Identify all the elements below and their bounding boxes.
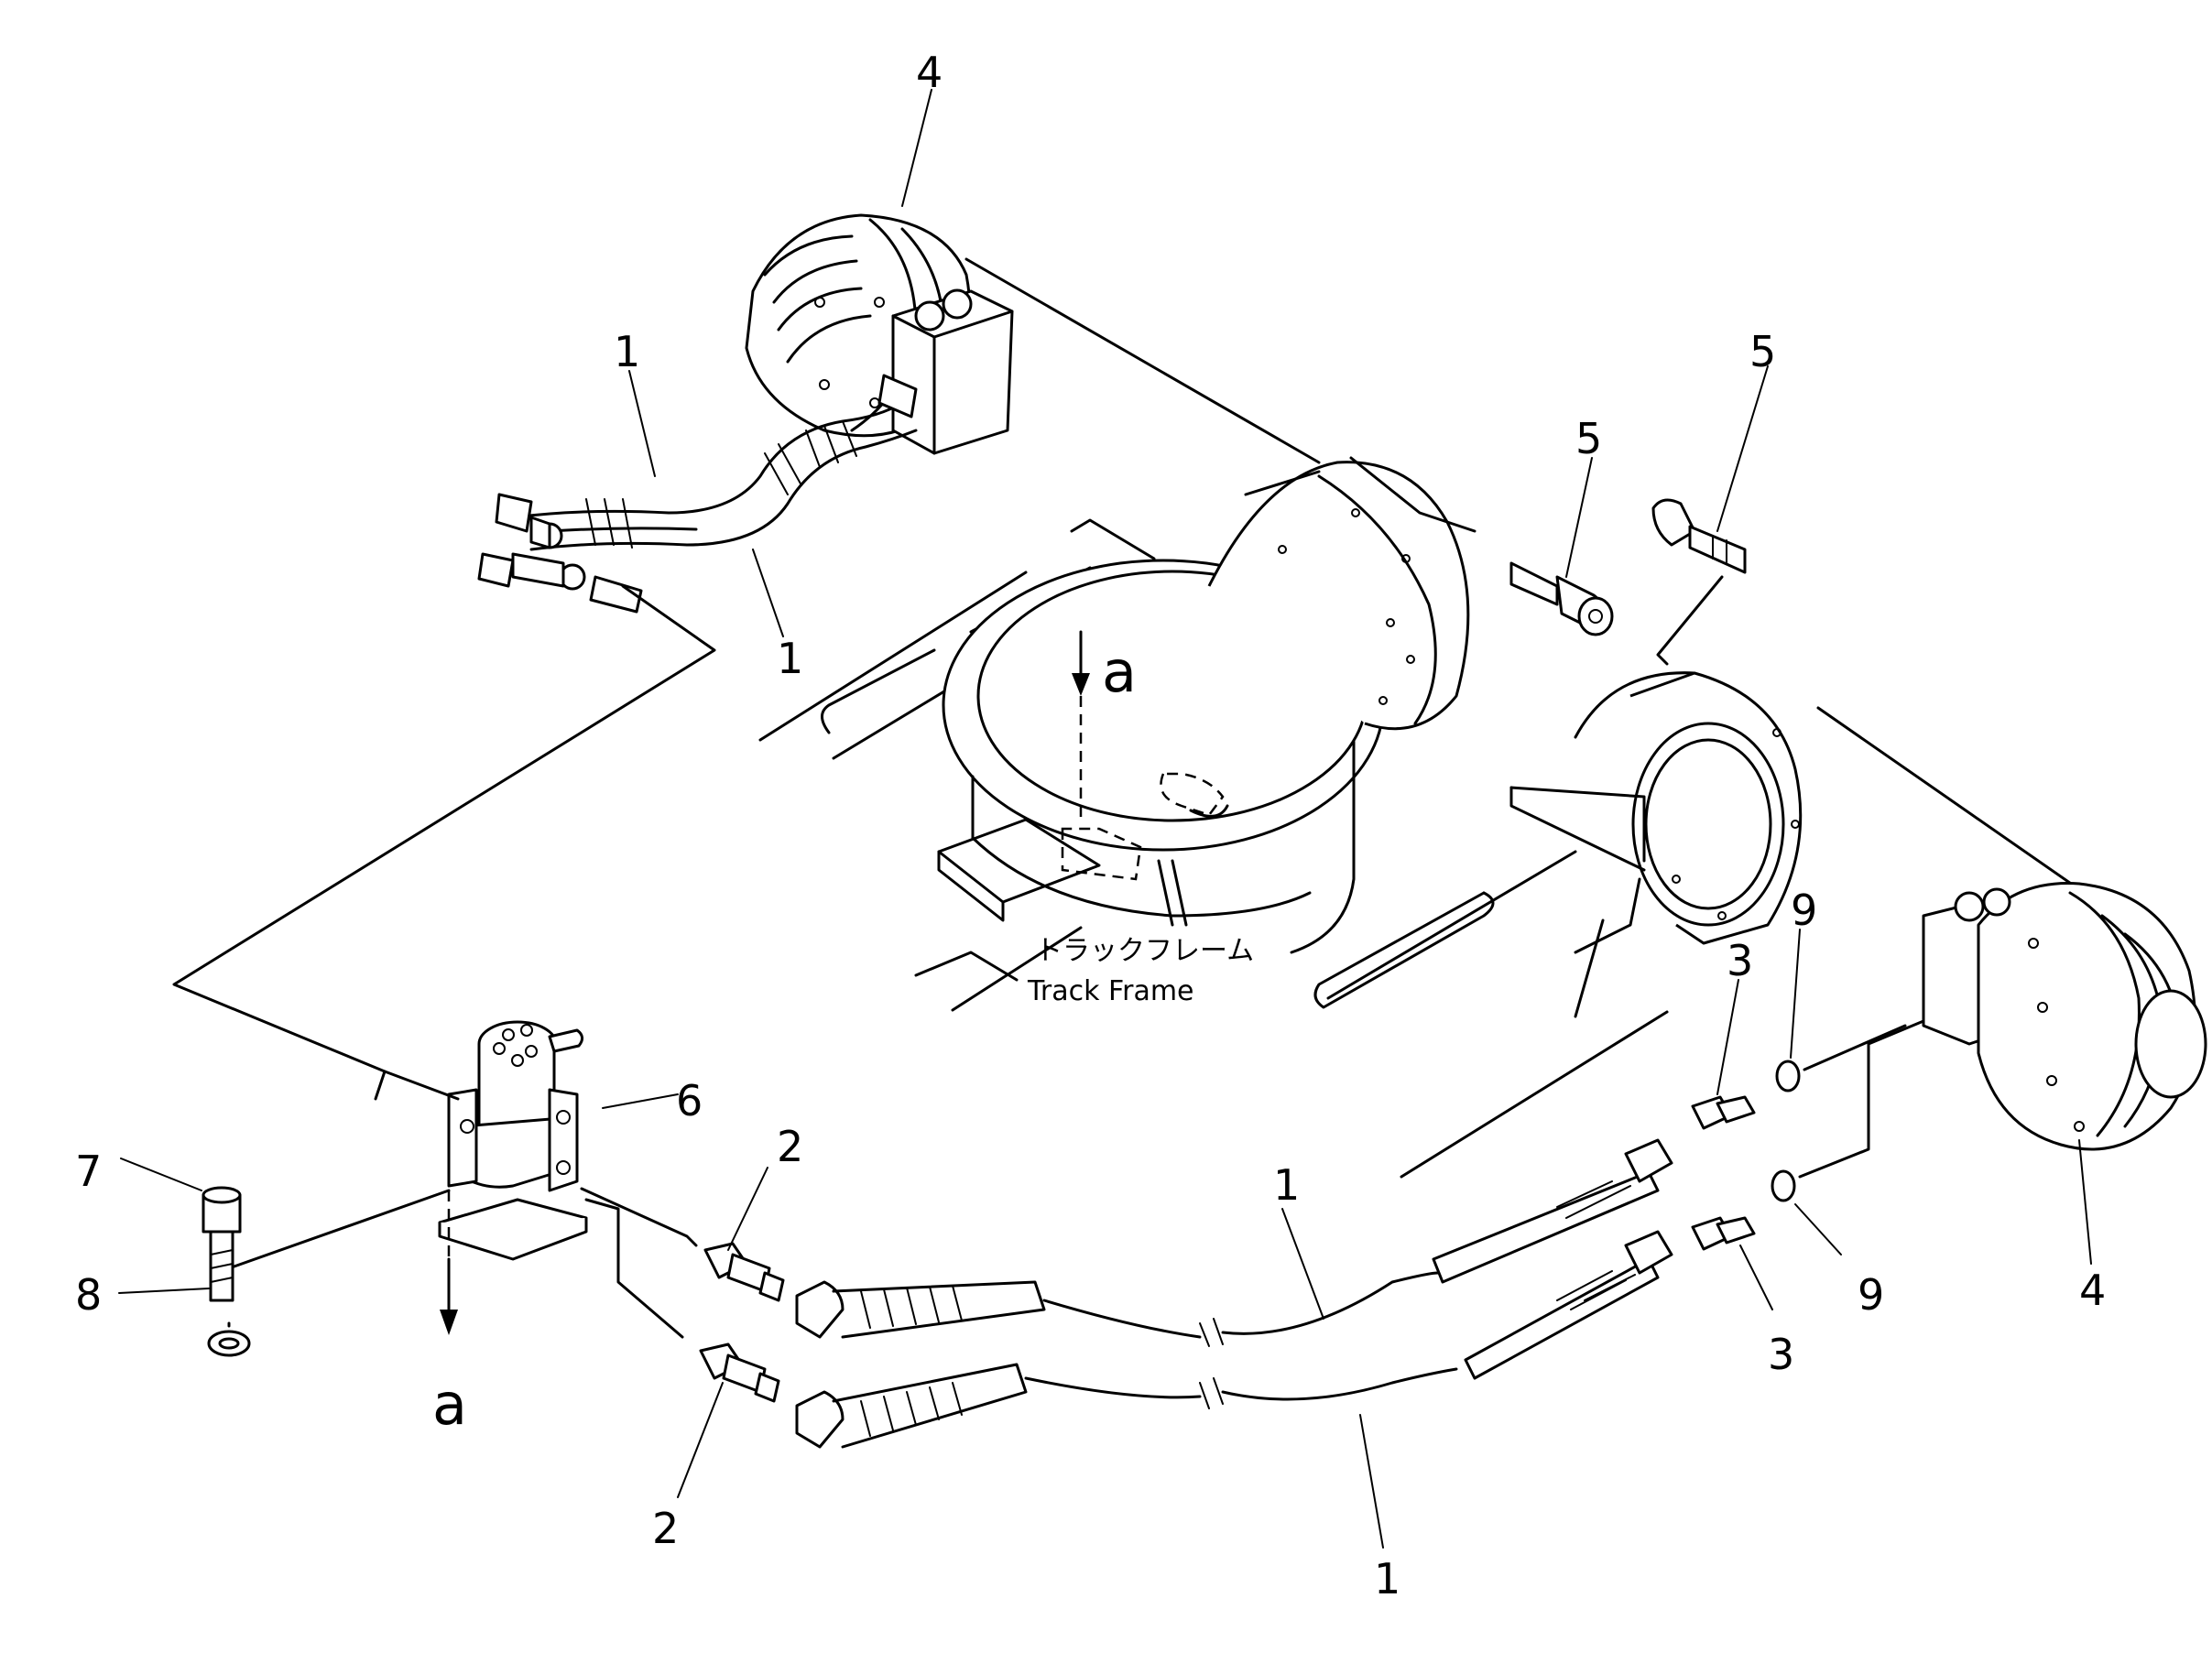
callout-6: 6 bbox=[676, 1076, 703, 1125]
o-ring-9-upper bbox=[1775, 1060, 1801, 1092]
motor-leader-upper bbox=[964, 257, 1321, 464]
callout-5-right: 5 bbox=[1749, 327, 1776, 376]
frame-label-en: Track Frame bbox=[1027, 975, 1194, 1007]
callout-4-lower: 4 bbox=[2079, 1266, 2106, 1315]
hose-assembly-upper bbox=[477, 374, 918, 614]
callout-9-lower: 9 bbox=[1858, 1270, 1884, 1320]
view-arrow-top bbox=[1072, 630, 1090, 820]
motor-mount-ring bbox=[1631, 722, 1785, 927]
center-swivel-joint bbox=[383, 1020, 588, 1261]
bolt-7 bbox=[202, 1186, 242, 1302]
line-oring-motor-lower bbox=[1798, 1019, 1925, 1179]
view-mark-a-top: a bbox=[1102, 638, 1137, 705]
callout-1-upper-b: 1 bbox=[777, 634, 803, 683]
callout-leaders bbox=[118, 89, 2092, 1549]
washer-8 bbox=[207, 1330, 251, 1357]
track-frame bbox=[758, 456, 1803, 1179]
callout-2-upper: 2 bbox=[777, 1122, 803, 1171]
callout-1-upper-a: 1 bbox=[614, 327, 640, 376]
o-ring-9-lower bbox=[1771, 1169, 1796, 1202]
callout-3-lower: 3 bbox=[1768, 1330, 1794, 1379]
travel-motor-lower bbox=[1922, 882, 2207, 1151]
view-arrow-bottom bbox=[440, 1190, 458, 1335]
callout-9-upper: 9 bbox=[1791, 886, 1817, 935]
adapter-2-upper bbox=[703, 1242, 785, 1302]
line-oring-motor-upper bbox=[1803, 1024, 1907, 1071]
travel-motor-upper bbox=[745, 213, 1014, 455]
callout-4-upper: 4 bbox=[916, 48, 943, 97]
leader-joint-base bbox=[227, 1189, 451, 1270]
motor-leader-lower bbox=[1816, 706, 2099, 904]
line-joint-to-adapter-lower bbox=[584, 1198, 684, 1339]
line-joint-to-adapter-upper bbox=[580, 1187, 698, 1247]
callout-5-left: 5 bbox=[1575, 414, 1602, 463]
hose-assembly-lower bbox=[795, 1138, 1673, 1449]
callout-2-lower: 2 bbox=[652, 1504, 679, 1553]
callout-1-lower-a: 1 bbox=[1273, 1160, 1300, 1210]
callout-8: 8 bbox=[75, 1270, 102, 1320]
callout-7: 7 bbox=[75, 1147, 102, 1196]
adapter-3-lower bbox=[1691, 1216, 1756, 1251]
frame-label-jp: トラックフレーム bbox=[1035, 935, 1254, 967]
callout-1-lower-b: 1 bbox=[1374, 1554, 1400, 1603]
bolt-5-left bbox=[1509, 561, 1614, 636]
view-mark-a-bottom: a bbox=[432, 1371, 467, 1438]
frame-outline-left bbox=[172, 584, 716, 1101]
callout-3-upper: 3 bbox=[1727, 936, 1753, 985]
adapter-3-upper bbox=[1691, 1095, 1756, 1130]
bolt-5-right bbox=[1651, 498, 1747, 574]
adapter-2-lower bbox=[699, 1342, 780, 1403]
bolt-5-guide bbox=[1656, 575, 1724, 666]
